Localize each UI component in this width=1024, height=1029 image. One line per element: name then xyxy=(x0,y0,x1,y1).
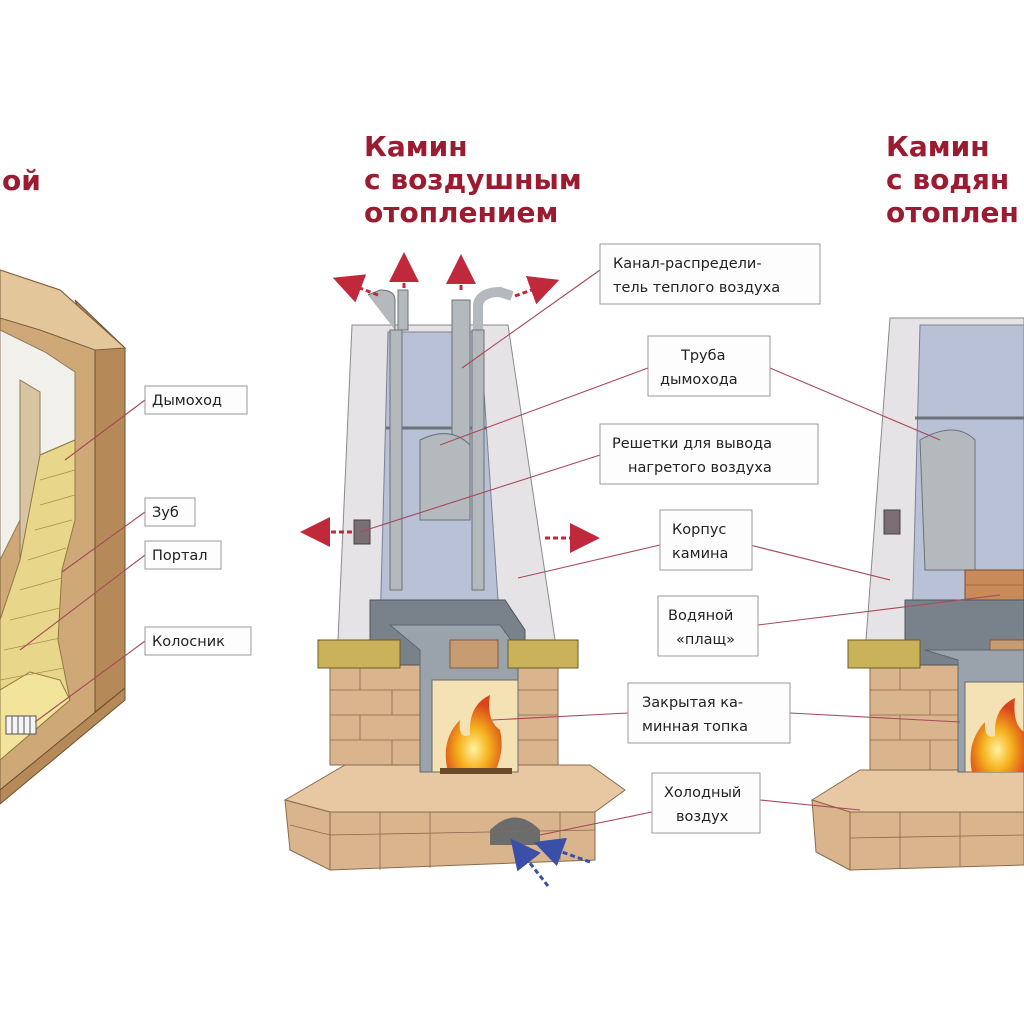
label-box-water xyxy=(657,595,759,657)
title-middle-line-3: отоплением xyxy=(364,196,558,229)
label-chimney: Дымоход xyxy=(152,393,222,409)
label-body-line-2: камина xyxy=(672,546,728,562)
title-left-text: ой xyxy=(2,164,41,197)
label-grates-line-2: нагретого воздуха xyxy=(628,460,772,476)
middle-firebox-top-brick xyxy=(449,639,499,669)
right-fireplace-illustration xyxy=(810,317,1024,871)
right-hearth-top xyxy=(810,769,1024,813)
leader-cold-right xyxy=(759,799,861,811)
arrow-cold-1 xyxy=(510,838,550,887)
leader-firebox xyxy=(491,712,629,721)
title-left-fragment: ой xyxy=(2,164,41,197)
left-wall-bottom xyxy=(0,686,126,805)
leader-water-right xyxy=(757,594,1001,626)
middle-fireplace-illustration xyxy=(283,286,626,871)
title-middle: Камин с воздушным отоплением xyxy=(364,130,582,229)
leader-grate xyxy=(34,640,146,723)
label-cold-line-2: воздух xyxy=(676,809,729,825)
middle-air-channel-right xyxy=(471,329,485,591)
right-smoke-hood xyxy=(919,429,976,571)
label-water-line-2: «плащ» xyxy=(676,632,735,648)
middle-air-channel-left xyxy=(389,329,403,591)
label-box-grates xyxy=(599,423,819,485)
label-firebox-line-1: Закрытая ка- xyxy=(642,695,743,711)
label-box-tooth xyxy=(144,497,196,527)
title-right-line-3: отоплен xyxy=(886,196,1019,229)
title-right-line-1: Камин xyxy=(886,130,990,163)
leader-grates xyxy=(359,454,601,533)
left-brick-lines xyxy=(0,469,76,681)
middle-vent-left xyxy=(353,519,371,545)
leader-body xyxy=(517,544,661,579)
arrow-hot-top-right xyxy=(514,276,560,305)
middle-smoke-hood xyxy=(419,433,471,521)
middle-duct-left xyxy=(367,289,396,330)
middle-airflow-arrows xyxy=(300,252,600,887)
label-channel-line-1: Канал-распредели- xyxy=(613,256,762,272)
right-shelf-left xyxy=(847,639,921,669)
right-vent xyxy=(883,509,901,535)
arrow-hot-top-left xyxy=(332,274,379,303)
middle-hearth-left xyxy=(284,799,331,871)
label-box-cold-air xyxy=(651,772,761,834)
label-firebox-line-2: минная топка xyxy=(642,719,748,735)
label-body-line-1: Корпус xyxy=(672,522,726,538)
label-cold-line-1: Холодный xyxy=(664,785,741,801)
title-middle-line-1: Камин xyxy=(364,130,468,163)
middle-flame xyxy=(445,695,502,772)
label-box-body xyxy=(659,509,753,571)
label-pipe-line-2: дымохода xyxy=(660,372,738,388)
right-flame xyxy=(970,698,1024,772)
middle-hearth-front xyxy=(329,811,596,871)
title-right: Камин с водян отоплен xyxy=(886,130,1019,229)
label-box-channel xyxy=(599,243,821,305)
label-box-chimney xyxy=(144,385,248,415)
left-fireplace-illustration xyxy=(0,269,127,805)
label-water-line-1: Водяной xyxy=(668,608,733,624)
left-labels: Дымоход Зуб Портал Колосник xyxy=(19,385,252,723)
left-wall-top xyxy=(0,269,127,351)
middle-shelf-left xyxy=(317,639,401,669)
middle-logs xyxy=(440,768,512,774)
label-grates-line-1: Решетки для вывода xyxy=(612,436,772,452)
right-hearth-left xyxy=(811,799,851,871)
label-grate-bar: Колосник xyxy=(152,634,225,650)
leader-portal xyxy=(19,554,146,651)
label-box-grate xyxy=(144,626,252,656)
label-box-pipe xyxy=(647,335,771,397)
title-middle-line-2: с воздушным xyxy=(364,163,582,196)
middle-duct-right xyxy=(473,286,514,330)
label-box-portal xyxy=(144,540,222,570)
middle-labels: Канал-распредели- тель теплого воздуха Т… xyxy=(359,243,1001,836)
leader-pipe-right xyxy=(769,367,941,441)
leader-firebox-right xyxy=(789,712,961,723)
label-pipe-line-1: Труба xyxy=(680,348,725,364)
left-grate xyxy=(5,715,37,735)
right-hearth-front xyxy=(849,811,1024,871)
middle-shelf-right xyxy=(507,639,579,669)
leader-channel xyxy=(461,269,601,369)
leader-cold-air xyxy=(539,811,653,836)
label-tooth: Зуб xyxy=(152,505,179,521)
leader-pipe xyxy=(439,367,649,446)
leader-tooth xyxy=(61,511,146,573)
leader-body-right xyxy=(749,544,891,581)
leader-chimney xyxy=(64,399,146,461)
label-box-firebox xyxy=(627,682,791,744)
label-channel-line-2: тель теплого воздуха xyxy=(613,280,780,296)
title-right-line-2: с водян xyxy=(886,163,1009,196)
label-portal: Портал xyxy=(152,548,208,564)
